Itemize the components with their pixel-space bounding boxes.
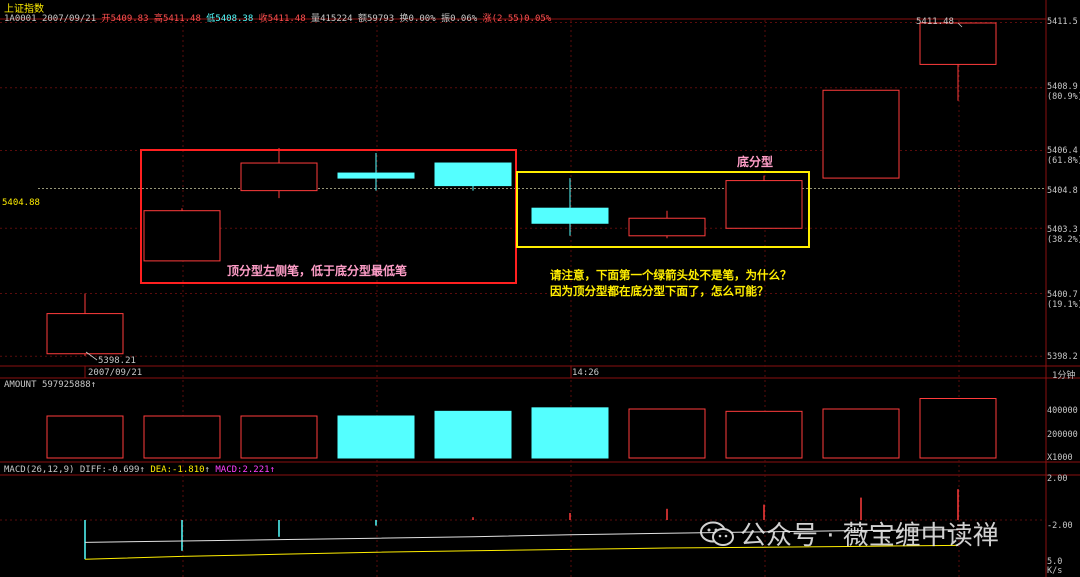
diff-line [84, 529, 959, 543]
amount-bar [337, 415, 415, 459]
price-tick: 5404.8 [1047, 186, 1078, 196]
amount-bar [725, 410, 803, 459]
amount-tick: 200000 [1047, 430, 1078, 440]
macd-tick: -2.00 [1047, 521, 1073, 531]
date: 2007/09/21 [41, 14, 97, 24]
amount-bar [628, 408, 706, 459]
price-tick: 5411.5 [1047, 17, 1078, 27]
diff-value: -0.699 [106, 465, 140, 475]
bottom-fractal-box [516, 171, 810, 248]
turnover-value: 0.00% [408, 14, 436, 24]
macd-tick: 5.0 [1047, 557, 1063, 567]
red-box-note: 顶分型左侧笔，低于底分型最低笔 [227, 264, 408, 278]
price-tick: (61.8%) [1047, 156, 1080, 166]
macd-title: MACD(26,12,9) DIFF:-0.699↑ DEA:-1.810↑ M… [4, 465, 275, 475]
question-line-2: 因为顶分型都在底分型下面了，怎么可能？ [550, 284, 769, 298]
quote-line: 1A0001 2007/09/21 开5409.83 高5411.48 低540… [4, 14, 552, 24]
amount-title: AMOUNT 597925888↑ [4, 380, 97, 390]
amount-bar [822, 408, 900, 459]
candle-body [919, 22, 997, 65]
question-line-1: 请注意，下面第一个绿箭头处不是笔，为什么？ [550, 268, 792, 282]
macd-tick: 2.00 [1047, 474, 1068, 484]
open-value: 5409.83 [110, 14, 149, 24]
price-tick: 5406.4 [1047, 146, 1078, 156]
low-marker-line [85, 351, 98, 361]
time-axis-date: 2007/09/21 [88, 368, 143, 378]
amount-bar [434, 410, 512, 459]
bottom-fractal-label: 底分型 [737, 155, 774, 169]
candle-body [628, 217, 706, 237]
amount-bar [46, 415, 124, 459]
index-name: 上证指数 [4, 4, 44, 15]
amount-bar [919, 398, 997, 459]
amount-tick: X1000 [1047, 453, 1073, 463]
candle-body [240, 162, 318, 192]
candle-body [822, 89, 900, 179]
low-marker: 5398.21 [98, 356, 136, 366]
wechat-icon [700, 521, 734, 547]
price-tick: 5408.9 [1047, 82, 1078, 92]
crosshair-price: 5404.88 [2, 198, 40, 208]
amount-bar [143, 415, 221, 459]
high-marker-line [957, 22, 963, 28]
dea-line [84, 544, 959, 560]
candle-body [531, 207, 609, 224]
code: 1A0001 [4, 14, 37, 24]
volume-value: 415224 [320, 14, 353, 24]
candle-body [725, 180, 803, 229]
watermark-text: 公众号 · 薇宝缠中读禅 [740, 521, 999, 551]
price-tick: 5400.7 [1047, 290, 1078, 300]
candle-body [337, 172, 415, 179]
macd-value: 2.221 [242, 465, 270, 475]
high-marker: 5411.48 [916, 17, 954, 27]
macd-tick: K/s [1047, 566, 1063, 576]
change-value: (2.55)0.05% [491, 14, 552, 24]
watermark: 公众号 · 薇宝缠中读禅 [700, 515, 999, 552]
time-axis-time: 14:26 [572, 368, 600, 378]
amplitude-value: 0.06% [450, 14, 478, 24]
candle-body [143, 210, 221, 262]
price-tick: 5398.2 [1047, 352, 1078, 362]
amount-bar [531, 407, 609, 459]
candle-body [46, 313, 124, 355]
price-tick: (80.9%) [1047, 92, 1080, 102]
amount-tick: 400000 [1047, 406, 1078, 416]
amount-value: 59793 [367, 14, 395, 24]
low-value: 5408.38 [215, 14, 254, 24]
candle-body [434, 162, 512, 187]
period-selector[interactable]: 1分钟 [1052, 371, 1076, 381]
amount-bar [240, 415, 318, 459]
dea-value: -1.810 [172, 465, 205, 475]
price-tick: (38.2%) [1047, 235, 1080, 245]
high-value: 5411.48 [162, 14, 201, 24]
price-tick: (19.1%) [1047, 300, 1080, 310]
price-tick: 5403.3 [1047, 225, 1078, 235]
close-value: 5411.48 [267, 14, 306, 24]
